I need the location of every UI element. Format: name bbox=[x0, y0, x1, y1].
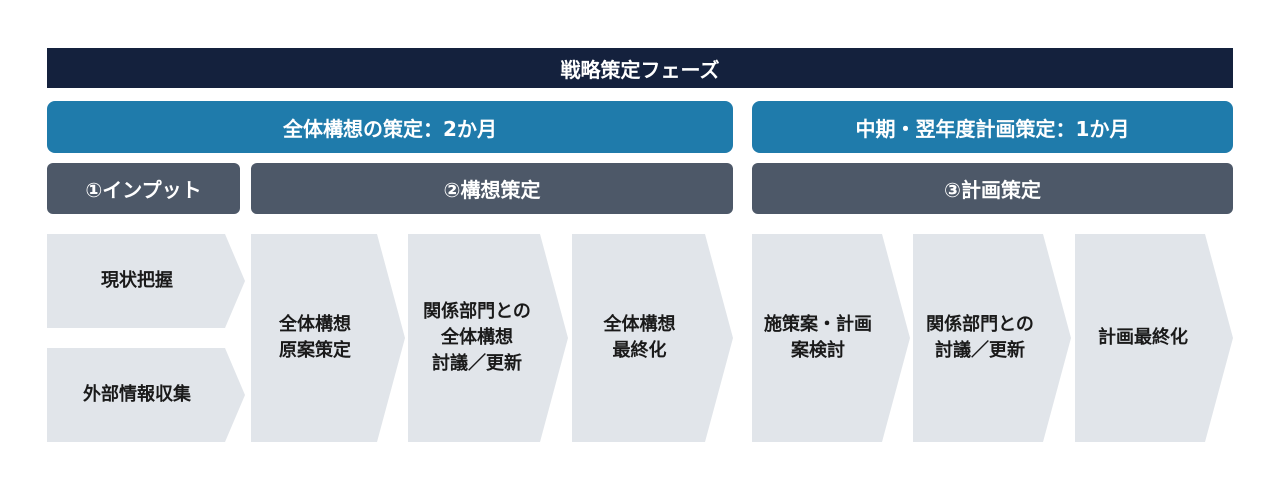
task-plan-discussion: 関係部門との 討議／更新 bbox=[913, 234, 1071, 442]
task-current-state: 現状把握 bbox=[47, 234, 245, 328]
task-label: 外部情報収集 bbox=[83, 384, 191, 405]
step-label: ③計画策定 bbox=[944, 178, 1041, 202]
step-planning: ③計画策定 bbox=[752, 163, 1233, 214]
task-label: 関係部門との 全体構想 討議／更新 bbox=[423, 301, 531, 374]
task-finalize-plan: 計画最終化 bbox=[1075, 234, 1233, 442]
step-concept: ②構想策定 bbox=[251, 163, 733, 214]
task-label: 関係部門との 討議／更新 bbox=[926, 314, 1034, 361]
task-label: 計画最終化 bbox=[1098, 327, 1188, 348]
task-finalize-concept: 全体構想 最終化 bbox=[572, 234, 733, 442]
task-external-info: 外部情報収集 bbox=[47, 348, 245, 442]
period-midterm-plan: 中期・翌年度計画策定：1か月 bbox=[752, 101, 1233, 153]
period-overall-concept: 全体構想の策定：2か月 bbox=[47, 101, 733, 153]
task-draft-concept: 全体構想 原案策定 bbox=[251, 234, 405, 442]
phase-title: 戦略策定フェーズ bbox=[560, 57, 720, 82]
task-label: 全体構想 最終化 bbox=[603, 314, 676, 361]
task-label: 施策案・計画 案検討 bbox=[764, 314, 872, 361]
task-measures-plan: 施策案・計画 案検討 bbox=[752, 234, 910, 442]
task-label: 現状把握 bbox=[101, 270, 173, 291]
step-input: ①インプット bbox=[47, 163, 240, 214]
task-concept-discussion: 関係部門との 全体構想 討議／更新 bbox=[408, 234, 568, 442]
period-label: 中期・翌年度計画策定：1か月 bbox=[855, 116, 1130, 141]
step-label: ②構想策定 bbox=[443, 178, 541, 202]
period-label: 全体構想の策定：2か月 bbox=[283, 116, 497, 141]
task-label: 全体構想 原案策定 bbox=[279, 314, 351, 361]
step-label: ①インプット bbox=[85, 178, 202, 202]
phase-header: 戦略策定フェーズ bbox=[47, 48, 1233, 88]
